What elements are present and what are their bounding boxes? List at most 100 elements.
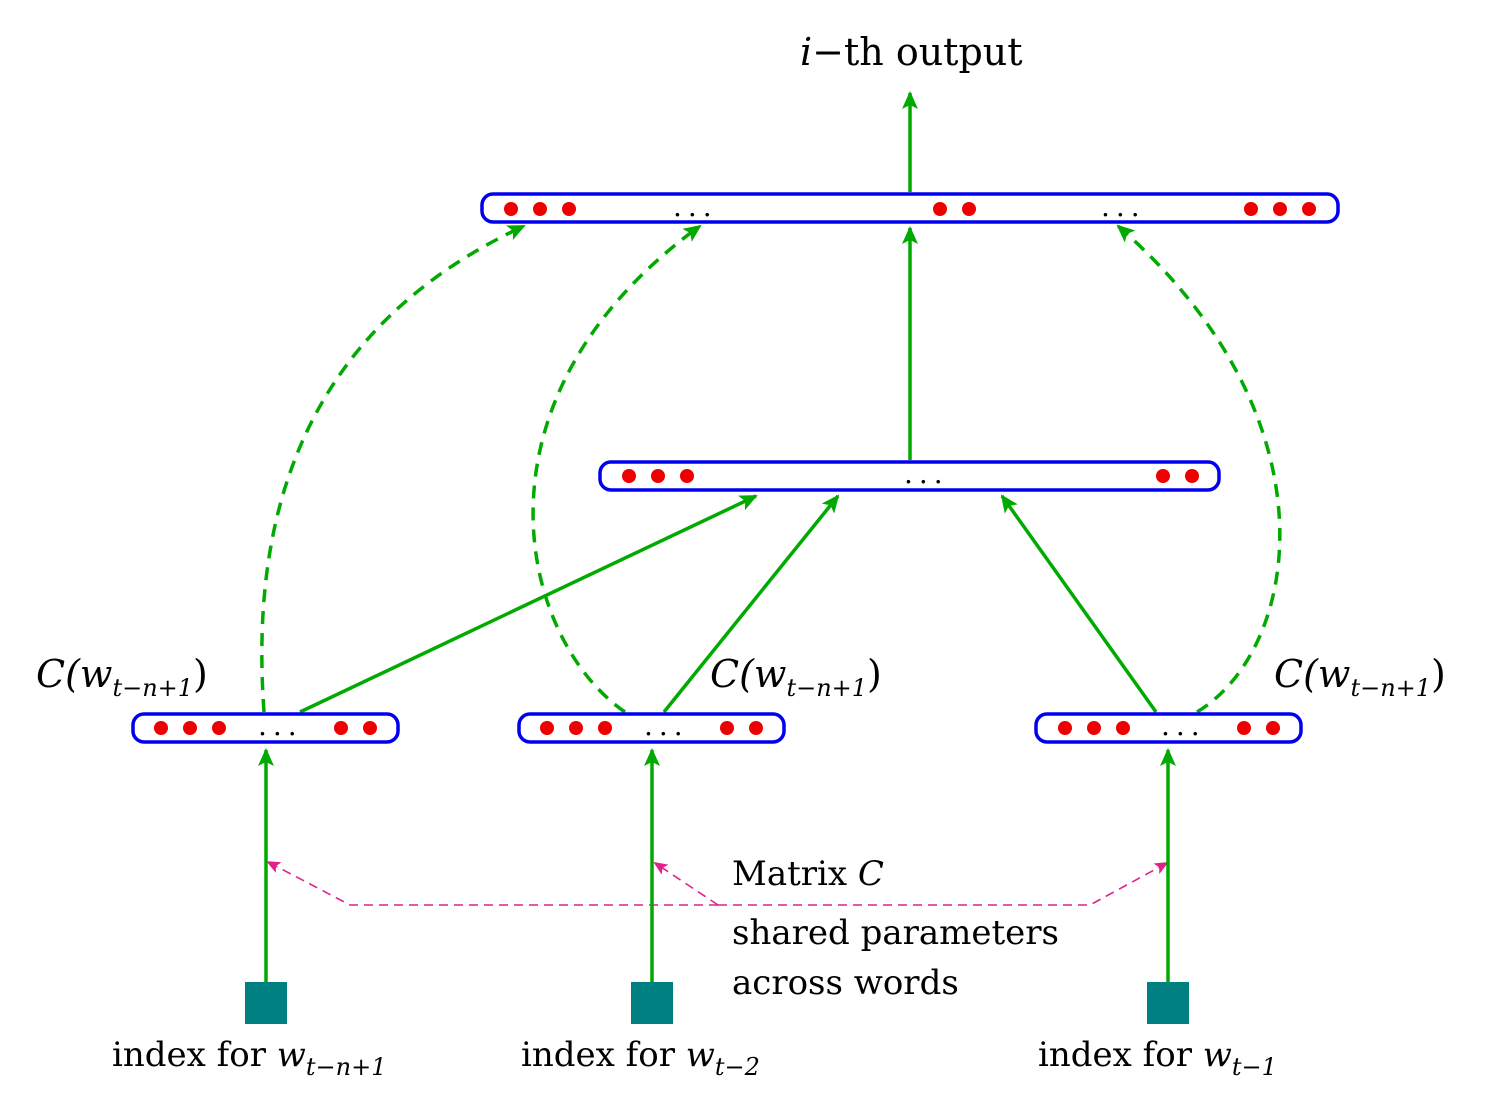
embedding-label-suffix: ) bbox=[867, 652, 882, 696]
embedding-label-var: w bbox=[1317, 652, 1351, 696]
index-squares bbox=[245, 982, 1189, 1024]
embedding-label-2: C(wt−n+1) bbox=[710, 652, 882, 702]
hidden-ellipsis: ... bbox=[904, 457, 949, 490]
unit-dot bbox=[651, 469, 665, 483]
unit-dot bbox=[720, 721, 734, 735]
hidden-units bbox=[622, 469, 1199, 483]
index-label-var: w bbox=[685, 1035, 715, 1075]
embedding-layer-1 bbox=[131, 712, 400, 744]
output-layer-box bbox=[480, 192, 1340, 224]
matrix-label-line2: shared parameters bbox=[732, 913, 1059, 953]
index-label-text: index for bbox=[112, 1035, 277, 1075]
unit-dot bbox=[562, 202, 576, 216]
index-label-var: w bbox=[276, 1035, 306, 1075]
output-ellipsis-1: ... bbox=[673, 190, 718, 223]
hidden-layer-box bbox=[598, 460, 1221, 492]
embedding-to-hidden-arrows bbox=[299, 494, 1158, 714]
matrix-label-line3: across words bbox=[732, 963, 959, 1003]
direct-arrow-3 bbox=[1116, 224, 1282, 714]
shared-parameter-arrows bbox=[266, 861, 1169, 906]
embedding-label-sub: t−n+1 bbox=[1350, 674, 1432, 702]
unit-dot bbox=[504, 202, 518, 216]
embedding-layer-3 bbox=[1034, 712, 1303, 744]
unit-dot bbox=[680, 469, 694, 483]
unit-dot bbox=[1185, 469, 1199, 483]
embedding-box-3 bbox=[1034, 712, 1303, 744]
index-label-2: index for wt−2 bbox=[521, 1035, 760, 1081]
embedding-label-prefix: C( bbox=[36, 652, 80, 696]
direct-arrow-1 bbox=[260, 224, 526, 713]
unit-dot bbox=[1087, 721, 1101, 735]
unit-dot bbox=[1244, 202, 1258, 216]
index-label-sub: t−n+1 bbox=[305, 1053, 387, 1081]
unit-dot bbox=[933, 202, 947, 216]
index-label-text: index for bbox=[1038, 1035, 1203, 1075]
embedding-ellipsis-2: ... bbox=[644, 709, 689, 742]
embedding-label-var: w bbox=[79, 652, 113, 696]
unit-dot bbox=[1273, 202, 1287, 216]
unit-dot bbox=[154, 721, 168, 735]
output-label-text: −th output bbox=[812, 30, 1023, 74]
embedding-ellipsis-1: ... bbox=[258, 709, 303, 742]
output-label: i−th output bbox=[800, 30, 1023, 74]
shared-arrow-to-word1 bbox=[266, 861, 718, 906]
index-label-var: w bbox=[1202, 1035, 1232, 1075]
unit-dot bbox=[334, 721, 348, 735]
unit-dot bbox=[598, 721, 612, 735]
embedding-label-sub: t−n+1 bbox=[112, 674, 194, 702]
embedding-label-suffix: ) bbox=[1431, 652, 1446, 696]
shared-arrow-to-word3 bbox=[718, 862, 1169, 906]
direct-connection-arrows bbox=[260, 224, 1282, 714]
index-label-sub: t−2 bbox=[714, 1053, 760, 1081]
unit-dot bbox=[749, 721, 763, 735]
index-square-3 bbox=[1147, 982, 1189, 1024]
index-label-1: index for wt−n+1 bbox=[112, 1035, 386, 1081]
embedding-label-prefix: C( bbox=[710, 652, 754, 696]
unit-dot bbox=[1302, 202, 1316, 216]
index-square-2 bbox=[631, 982, 673, 1024]
matrix-label-text: Matrix bbox=[732, 854, 858, 894]
output-label-var: i bbox=[800, 30, 813, 74]
embedding-units-1 bbox=[154, 721, 377, 735]
index-square-1 bbox=[245, 982, 287, 1024]
unit-dot bbox=[540, 721, 554, 735]
embedding-box-1 bbox=[131, 712, 400, 744]
embedding-box-2 bbox=[517, 712, 786, 744]
emb1-to-hidden-arrow bbox=[299, 494, 758, 714]
unit-dot bbox=[962, 202, 976, 216]
matrix-label-var: C bbox=[857, 854, 884, 894]
output-layer bbox=[480, 192, 1340, 224]
index-label-text: index for bbox=[521, 1035, 686, 1075]
unit-dot bbox=[569, 721, 583, 735]
embedding-layer-2 bbox=[517, 712, 786, 744]
unit-dot bbox=[533, 202, 547, 216]
embedding-label-prefix: C( bbox=[1274, 652, 1318, 696]
output-units bbox=[504, 202, 1316, 216]
embedding-label-3: C(wt−n+1) bbox=[1274, 652, 1446, 702]
unit-dot bbox=[1156, 469, 1170, 483]
unit-dot bbox=[1237, 721, 1251, 735]
embedding-label-1: C(wt−n+1) bbox=[36, 652, 208, 702]
unit-dot bbox=[183, 721, 197, 735]
embedding-units-2 bbox=[540, 721, 763, 735]
unit-dot bbox=[1266, 721, 1280, 735]
embedding-label-var: w bbox=[753, 652, 787, 696]
embedding-label-suffix: ) bbox=[193, 652, 208, 696]
index-label-3: index for wt−1 bbox=[1038, 1035, 1277, 1081]
index-arrows bbox=[258, 748, 1176, 982]
shared-arrow-to-word2 bbox=[653, 861, 719, 906]
emb2-to-hidden-arrow bbox=[662, 494, 840, 714]
emb3-to-hidden-arrow bbox=[1000, 494, 1158, 714]
unit-dot bbox=[622, 469, 636, 483]
unit-dot bbox=[1116, 721, 1130, 735]
index-label-sub: t−1 bbox=[1231, 1053, 1277, 1081]
unit-dot bbox=[212, 721, 226, 735]
embedding-ellipsis-3: ... bbox=[1161, 709, 1206, 742]
unit-dot bbox=[1058, 721, 1072, 735]
output-ellipsis-2: ... bbox=[1101, 190, 1146, 223]
hidden-layer bbox=[598, 460, 1221, 492]
unit-dot bbox=[363, 721, 377, 735]
matrix-label-line1: Matrix C bbox=[732, 854, 884, 894]
embedding-label-sub: t−n+1 bbox=[786, 674, 868, 702]
